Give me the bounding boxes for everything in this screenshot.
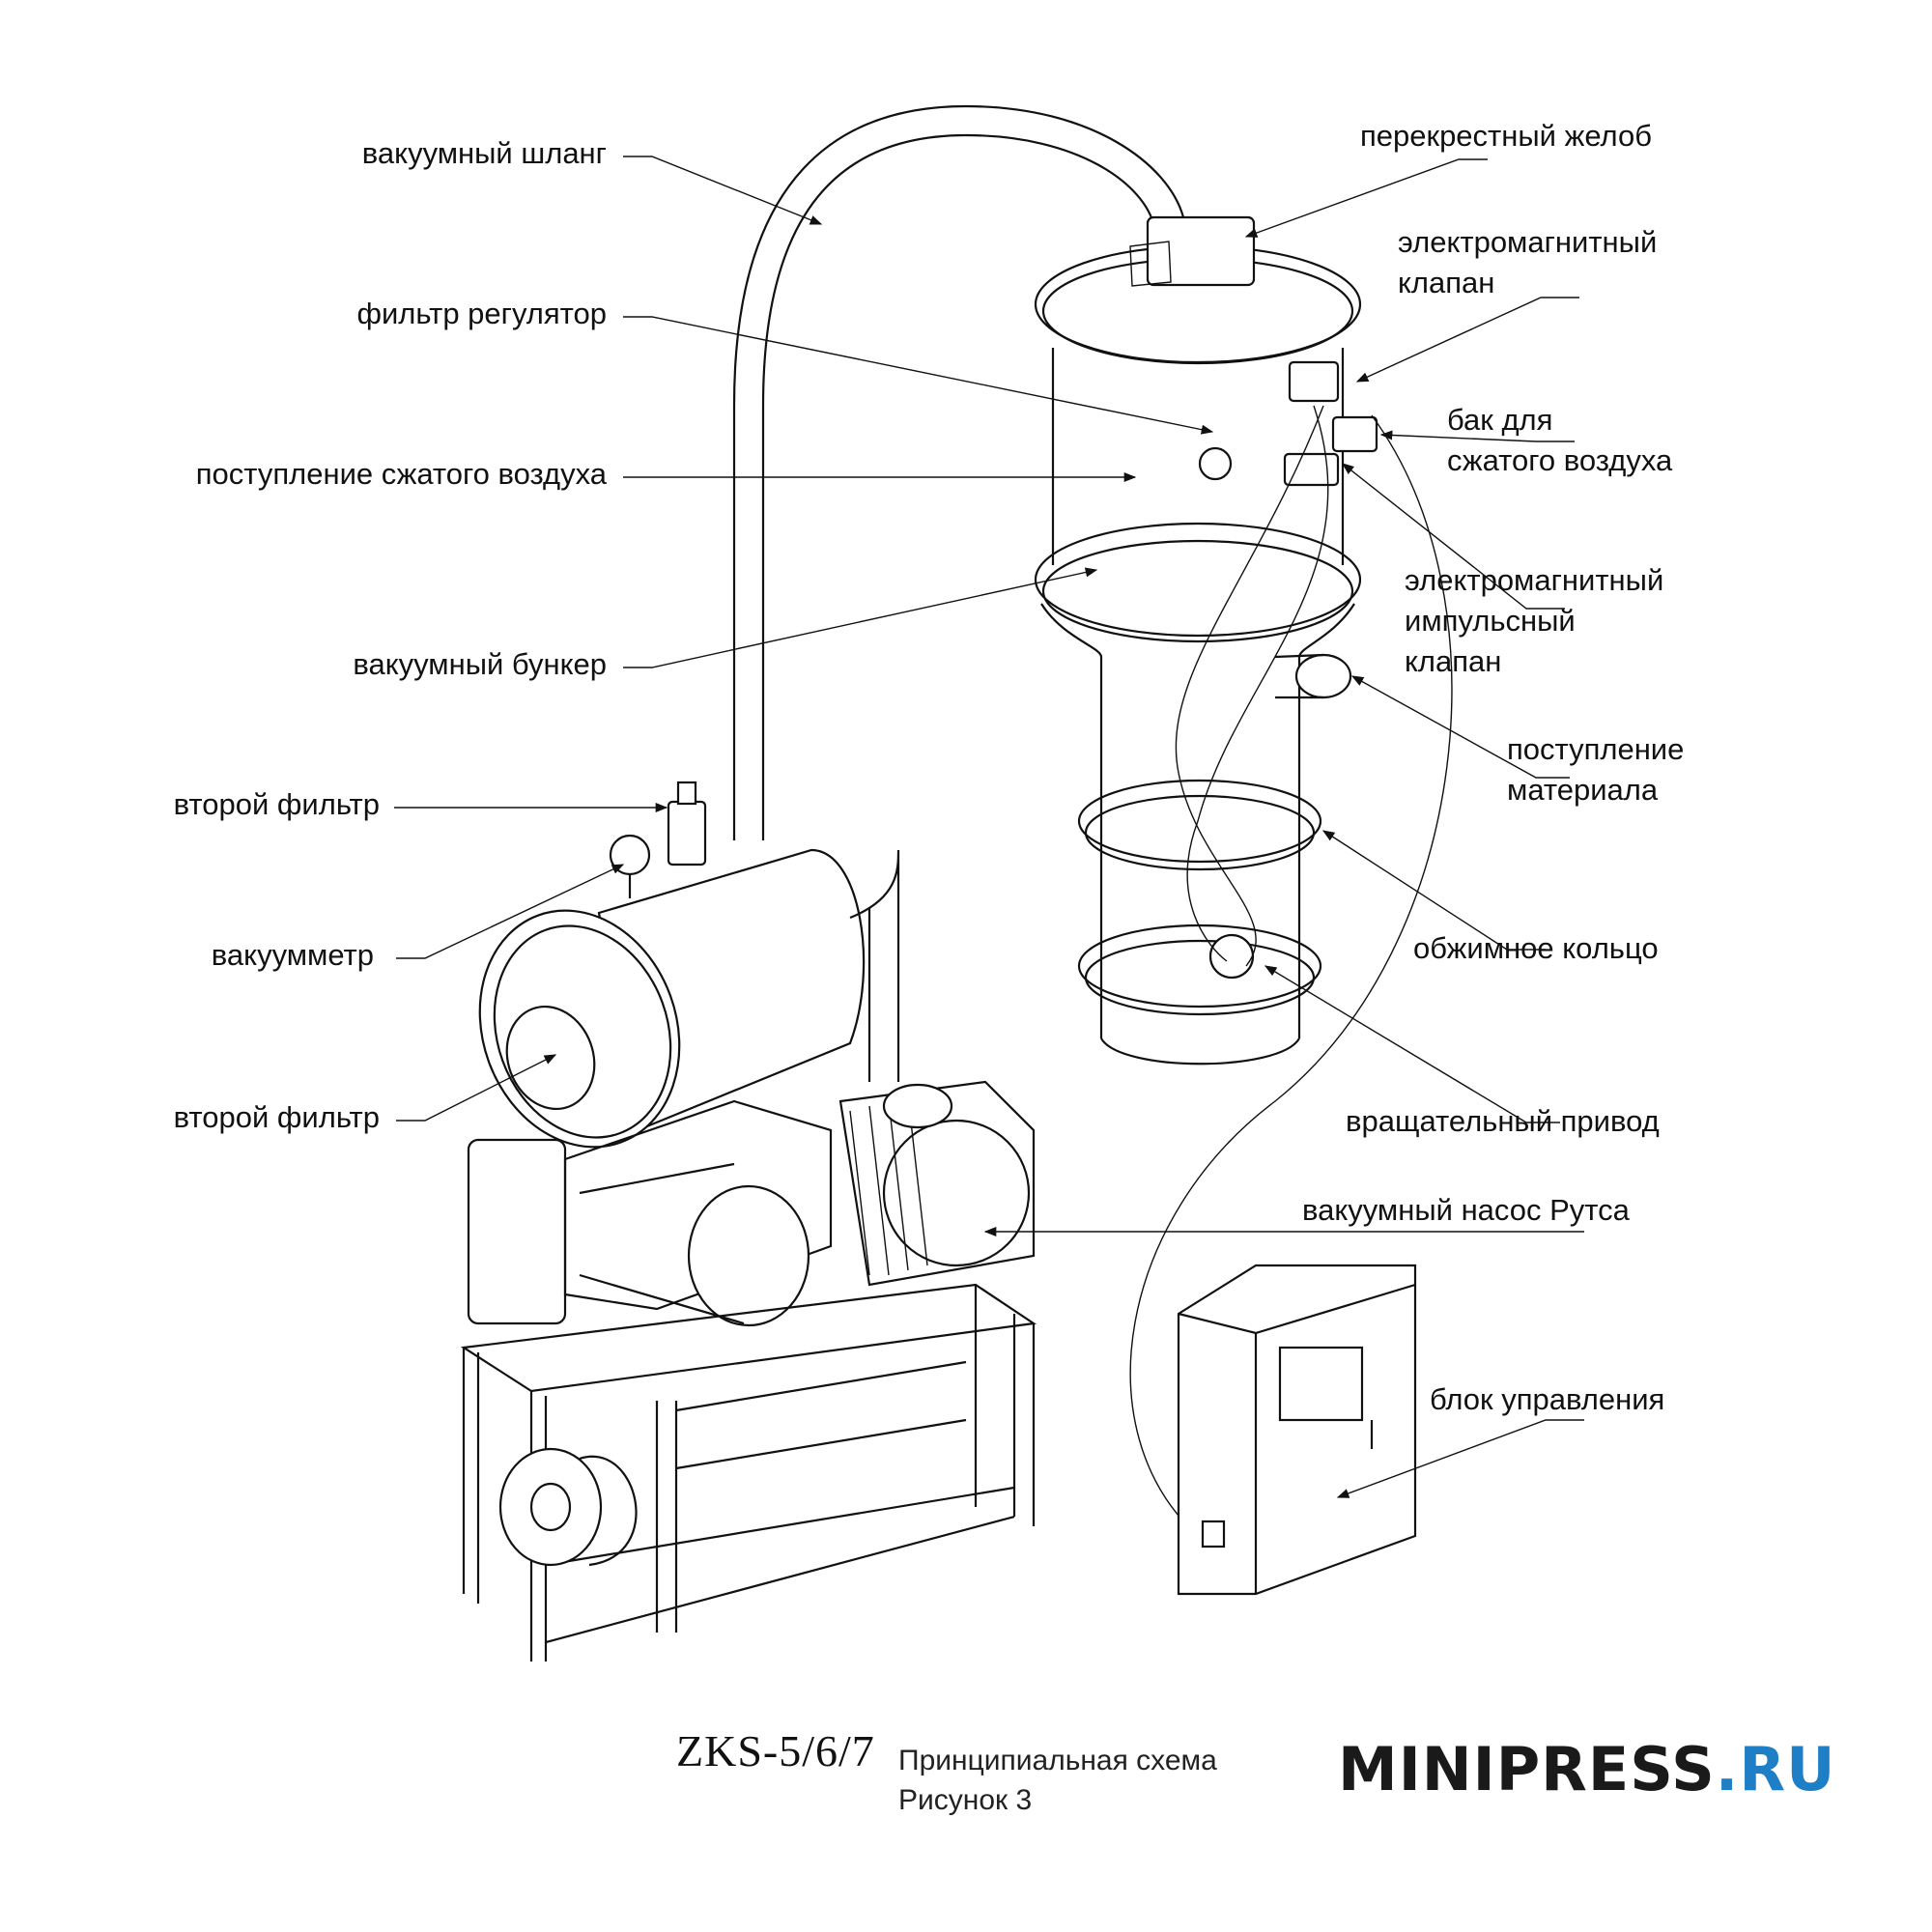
logo-suffix-text: .RU	[1715, 1734, 1836, 1804]
vacuum-hopper-drawing	[1034, 215, 1453, 1537]
filter-tank-drawing	[478, 781, 900, 1149]
caption-figure: Рисунок 3	[898, 1784, 1033, 1816]
support-frame-drawing	[460, 1283, 1037, 1662]
label-solenoid-valve: электромагнитный клапан	[1398, 225, 1658, 299]
label-pulse-valve: электромагнитный импульсный клапан	[1405, 563, 1664, 678]
model-number: ZKS-5/6/7	[676, 1726, 875, 1776]
logo-main-text: MINIPRESS	[1338, 1734, 1716, 1804]
label-air-tank: бак для сжатого воздуха	[1447, 403, 1673, 477]
label-vacuum-hopper: вакуумный бункер	[353, 647, 607, 681]
label-material-inlet: поступление материала	[1507, 732, 1685, 807]
caption-title: Принципиальная схема	[898, 1745, 1217, 1776]
vacuum-hose-drawing	[732, 104, 1185, 840]
control-box-drawing	[1177, 1264, 1417, 1596]
label-filter-regulator: фильтр регулятор	[356, 297, 607, 330]
label-vacuum-hose: вакуумный шланг	[361, 136, 607, 170]
label-second-filter-top: второй фильтр	[173, 787, 380, 821]
label-compressed-air-inlet: поступление сжатого воздуха	[195, 457, 607, 491]
label-rotary-drive: вращательный привод	[1346, 1104, 1660, 1138]
label-vacuum-gauge: вакуумметр	[211, 938, 374, 972]
label-second-filter-bottom: второй фильтр	[173, 1100, 380, 1134]
label-control-unit: блок управления	[1430, 1382, 1665, 1416]
leader-lines	[394, 156, 1584, 1498]
label-roots-pump: вакуумный насос Рутса	[1302, 1193, 1630, 1227]
minipress-logo: MINIPRESS.RU	[1338, 1734, 1835, 1804]
label-clamp-ring: обжимное кольцо	[1413, 931, 1659, 965]
label-cross-chute: перекрестный желоб	[1360, 119, 1652, 153]
